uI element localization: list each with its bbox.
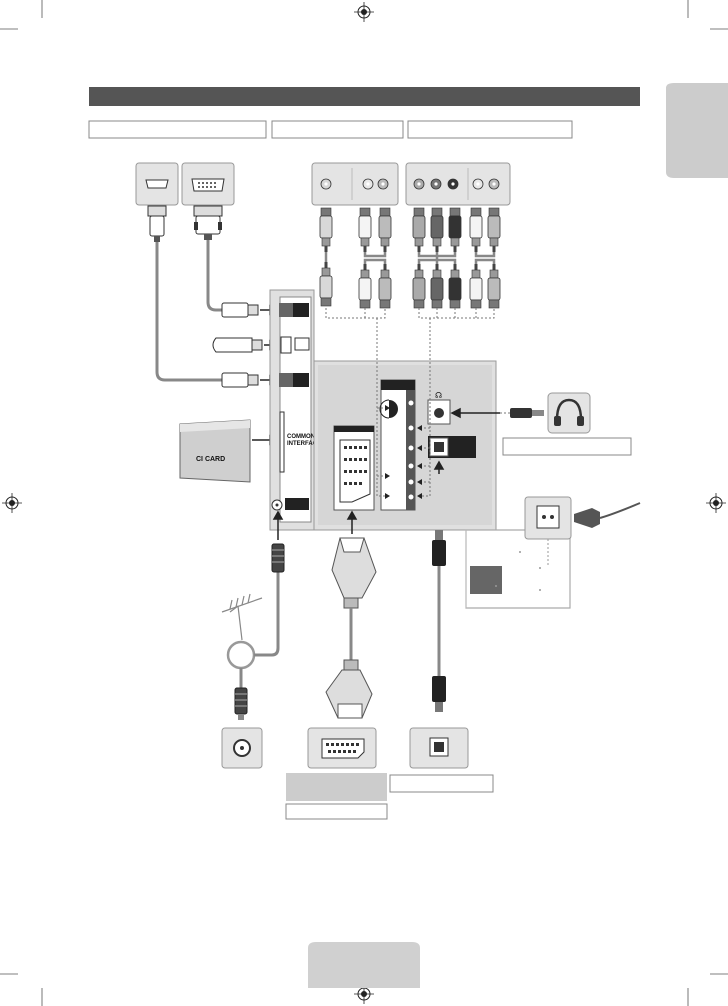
hdmi-plug-icon <box>221 302 259 318</box>
hdmi-port-icon <box>145 179 169 189</box>
power-cord-icon <box>574 502 641 528</box>
side-panel: COMMON INTERFACE <box>269 289 321 531</box>
dvi-port-icon <box>191 178 225 192</box>
rca-plug-icon <box>487 207 501 253</box>
rca-plug-icon <box>358 207 372 253</box>
hdmi-plug-icon <box>221 372 259 388</box>
rca-plug-icon <box>430 207 444 253</box>
headphone-plug-icon <box>510 408 544 418</box>
rca-plug-icon <box>469 263 483 309</box>
tv-corner <box>465 529 571 609</box>
rca-plug-icon <box>378 207 392 253</box>
optical-plug-icon <box>432 530 446 566</box>
hdmi-plug-icon <box>147 205 167 242</box>
ci-card-icon: CI CARD <box>179 419 251 483</box>
optical-plug-icon <box>432 676 446 712</box>
rca-plug-icon <box>378 263 392 309</box>
svg-text:☊: ☊ <box>435 391 442 400</box>
side-tab <box>666 83 728 178</box>
rca-plug-icon <box>448 207 462 253</box>
registration-mark-icon <box>705 492 727 514</box>
rca-plug-icon <box>487 263 501 309</box>
antenna-device-box <box>221 727 263 769</box>
component-device-box <box>405 162 511 206</box>
registration-mark-icon <box>353 1 375 23</box>
rca-plug-icon <box>448 263 462 309</box>
rca-plug-icon <box>412 207 426 253</box>
page-number-badge <box>308 942 420 988</box>
usb-port-icon <box>280 336 292 354</box>
rca-plug-icon <box>412 263 426 309</box>
ci-slot-icon <box>279 411 285 473</box>
antenna-icon <box>221 593 263 641</box>
antenna-cable-loop <box>226 640 256 670</box>
hdmi-cable <box>155 242 222 382</box>
rca-plug-icon <box>319 207 333 253</box>
headphones-icon <box>547 392 591 434</box>
caption-boxes <box>88 120 632 820</box>
caption-box-shaded <box>286 773 387 801</box>
scart-plug-icon <box>325 659 373 719</box>
rca-cables-top <box>319 207 501 309</box>
dotted-arrowheads <box>385 405 422 499</box>
common-interface-label: COMMON INTERFACE <box>287 434 321 447</box>
dvi-cable <box>206 240 222 312</box>
optical-device-box <box>409 727 469 769</box>
power-socket-icon <box>524 496 572 566</box>
scart-plug-icon <box>331 537 377 609</box>
coax-plug-icon <box>234 687 248 720</box>
rear-panel: ☊ <box>313 360 497 531</box>
dvi-device-box <box>181 162 235 206</box>
rca-plug-icon <box>469 207 483 253</box>
coax-plug-icon <box>271 543 285 573</box>
dvi-plug-icon <box>193 205 223 240</box>
registration-mark-icon <box>1 492 23 514</box>
hdmi-device-box <box>135 162 179 206</box>
usb-stick-icon <box>212 337 263 353</box>
rca-plug-icon <box>319 261 333 307</box>
rca-plug-icon <box>430 263 444 309</box>
scart-device-box <box>307 727 377 769</box>
header-bar <box>89 87 640 106</box>
audio-video-device-box <box>311 162 399 206</box>
antenna-cable <box>254 572 280 657</box>
rca-plug-icon <box>358 263 372 309</box>
svg-text:CI CARD: CI CARD <box>196 456 225 463</box>
